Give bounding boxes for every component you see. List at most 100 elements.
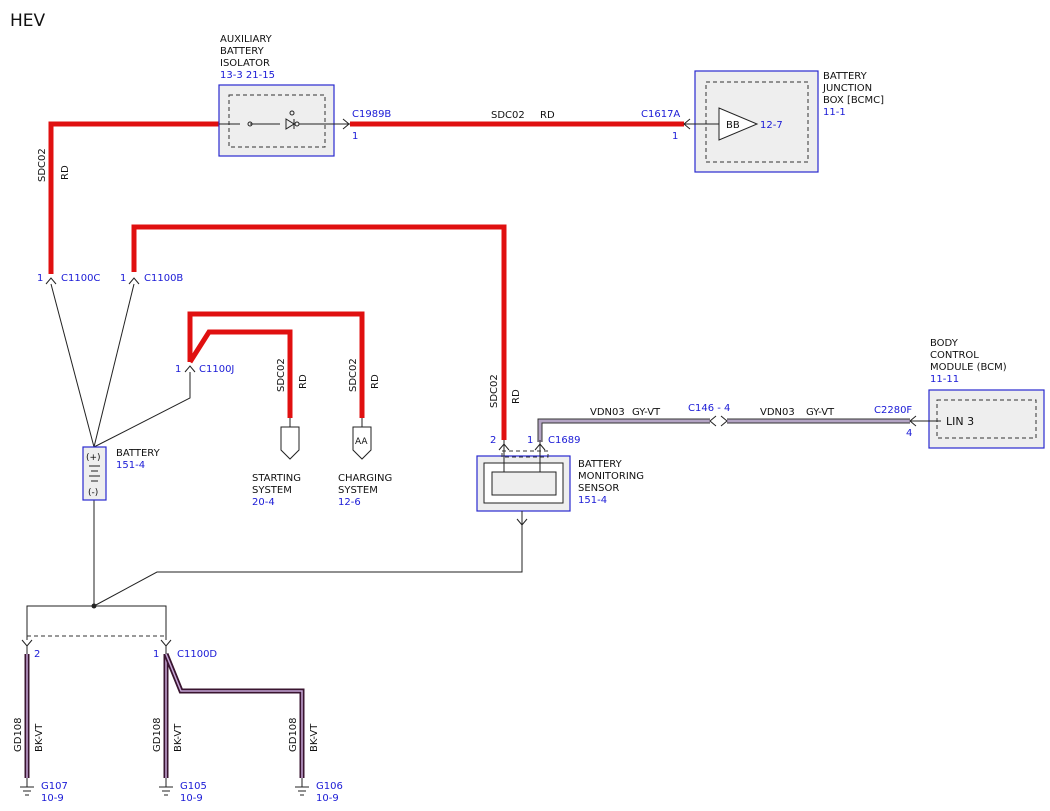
g105-label: G105	[180, 781, 207, 792]
lin3-label: LIN 3	[946, 415, 974, 428]
bkvt-wires	[24, 653, 305, 778]
c1100c-pin: 1	[37, 273, 43, 284]
isolator-name-1: AUXILIARY	[220, 34, 273, 45]
bms-name-2: MONITORING	[578, 471, 644, 482]
red-wires	[48, 121, 684, 440]
g105-ref: 10-9	[180, 793, 203, 804]
wire-label-vdn03-a: VDN03	[590, 407, 625, 418]
c2280f-pin: 4	[906, 428, 912, 439]
wire-label-rd-bms: RD	[511, 389, 522, 404]
diagram-title: HEV	[10, 11, 46, 31]
junction-box	[694, 70, 819, 173]
wire-label-gd108-a: GD108	[13, 717, 24, 752]
isolator-ref: 13-3 21-15	[220, 70, 275, 81]
wire-label-bkvt-c: BK-VT	[309, 723, 320, 752]
wire-label-rd-starting: RD	[298, 374, 309, 389]
wire-label-sdc02-bms: SDC02	[489, 374, 500, 408]
wire-label-bkvt-b: BK-VT	[173, 723, 184, 752]
charging-name-2: SYSTEM	[338, 485, 378, 496]
jb-name-1: BATTERY	[823, 71, 868, 82]
starting-ref: 20-4	[252, 497, 275, 508]
battery-name: BATTERY	[116, 448, 161, 459]
c146-label: C146 - 4	[688, 403, 730, 414]
wire-label-rd-left: RD	[60, 165, 71, 180]
battery-ref: 151-4	[116, 460, 145, 471]
wire-label-gd108-c: GD108	[288, 717, 299, 752]
thin-wires	[26, 283, 523, 640]
ground-g106: G106 10-9	[295, 778, 343, 804]
c1100c-label: C1100C	[61, 273, 100, 284]
g106-ref: 10-9	[316, 793, 339, 804]
bb-label: BB	[726, 120, 740, 131]
isolator-name-2: BATTERY	[220, 46, 265, 57]
charging-system-icon	[352, 426, 372, 460]
charging-name-1: CHARGING	[338, 473, 392, 484]
c1989b-connector-icon	[342, 118, 350, 130]
ground-g105: G105 10-9	[159, 778, 207, 804]
starting-system: STARTING SYSTEM 20-4	[252, 418, 301, 508]
c2280f-label: C2280F	[874, 405, 912, 416]
splice-dot	[91, 603, 97, 609]
wire-sdc02-isolator-left	[48, 121, 219, 274]
starting-system-icon	[280, 426, 300, 460]
charging-system: AA CHARGING SYSTEM 12-6	[338, 418, 392, 508]
c1689-pin-2: 2	[490, 435, 496, 446]
wire-label-sdc02-top: SDC02	[491, 110, 525, 121]
c1689-label: C1689	[548, 435, 580, 446]
c1989b-pin: 1	[352, 131, 358, 142]
wire-label-sdc02-charging: SDC02	[348, 358, 359, 392]
bcm-name-2: CONTROL	[930, 350, 979, 361]
battery-monitoring-sensor: 2 1 C1689 BATTERY MONITORING SENSOR 151-…	[476, 435, 644, 526]
g107-label: G107	[41, 781, 68, 792]
battery-junction-box: BB 12-7 C1617A 1 BATTERY JUNCTION BOX [B…	[641, 70, 884, 173]
wire-label-gyvt-b: GY-VT	[806, 407, 835, 418]
wire-sdc02-starting	[187, 329, 293, 418]
c1100j-pin: 1	[175, 364, 181, 375]
wire-sdc02-charging	[187, 311, 365, 418]
c1100b-pin: 1	[120, 273, 126, 284]
battery-minus: (-)	[88, 488, 98, 498]
c1989b-label: C1989B	[352, 109, 391, 120]
bb-terminal-icon	[718, 107, 759, 141]
isolator-box	[218, 84, 335, 157]
jb-ref: 11-1	[823, 107, 846, 118]
battery-plus: (+)	[86, 453, 101, 463]
auxiliary-battery-isolator: AUXILIARY BATTERY ISOLATOR 13-3 21-15 C1…	[218, 34, 391, 157]
bms-name-3: SENSOR	[578, 483, 619, 494]
c1617a-label: C1617A	[641, 109, 680, 120]
c1100j-connector: 1 C1100J	[175, 364, 234, 375]
bcm-name-3: MODULE (BCM)	[930, 362, 1007, 373]
wire-label-sdc02-left: SDC02	[37, 148, 48, 182]
isolator-name-3: ISOLATOR	[220, 58, 270, 69]
bms-ref: 151-4	[578, 495, 607, 506]
gyvt-wire	[537, 415, 910, 442]
bms-name-1: BATTERY	[578, 459, 623, 470]
battery-box	[82, 446, 107, 501]
c1100d-pin-2: 2	[34, 649, 40, 660]
c1100j-label: C1100J	[199, 364, 234, 375]
c1100d-label: C1100D	[177, 649, 217, 660]
c1100b-connector: 1 C1100B	[120, 273, 183, 285]
c1100b-label: C1100B	[144, 273, 183, 284]
c1100d-pin-1: 1	[153, 649, 159, 660]
body-control-module: LIN 3 C2280F 4 BODY CONTROL MODULE (BCM)…	[874, 338, 1045, 449]
jb-name-2: JUNCTION	[822, 83, 872, 94]
charging-ref: 12-6	[338, 497, 361, 508]
starting-name-2: SYSTEM	[252, 485, 292, 496]
g106-label: G106	[316, 781, 343, 792]
wire-label-vdn03-b: VDN03	[760, 407, 795, 418]
battery: (+) (-) BATTERY 151-4	[82, 446, 161, 501]
wire-label-gyvt-a: GY-VT	[632, 407, 661, 418]
c1100d-connector: 2 1 C1100D	[21, 639, 217, 660]
wire-label-bkvt-a: BK-VT	[34, 723, 45, 752]
starting-name-1: STARTING	[252, 473, 301, 484]
bb-ref: 12-7	[760, 120, 783, 131]
c1617a-pin: 1	[672, 131, 678, 142]
bcm-name-1: BODY	[930, 338, 959, 349]
aa-label: AA	[355, 437, 368, 447]
wire-label-rd-top: RD	[540, 110, 555, 121]
jb-name-3: BOX [BCMC]	[823, 95, 884, 106]
wire-sdc02-bms	[131, 224, 507, 440]
c1689-pin-1: 1	[527, 435, 533, 446]
